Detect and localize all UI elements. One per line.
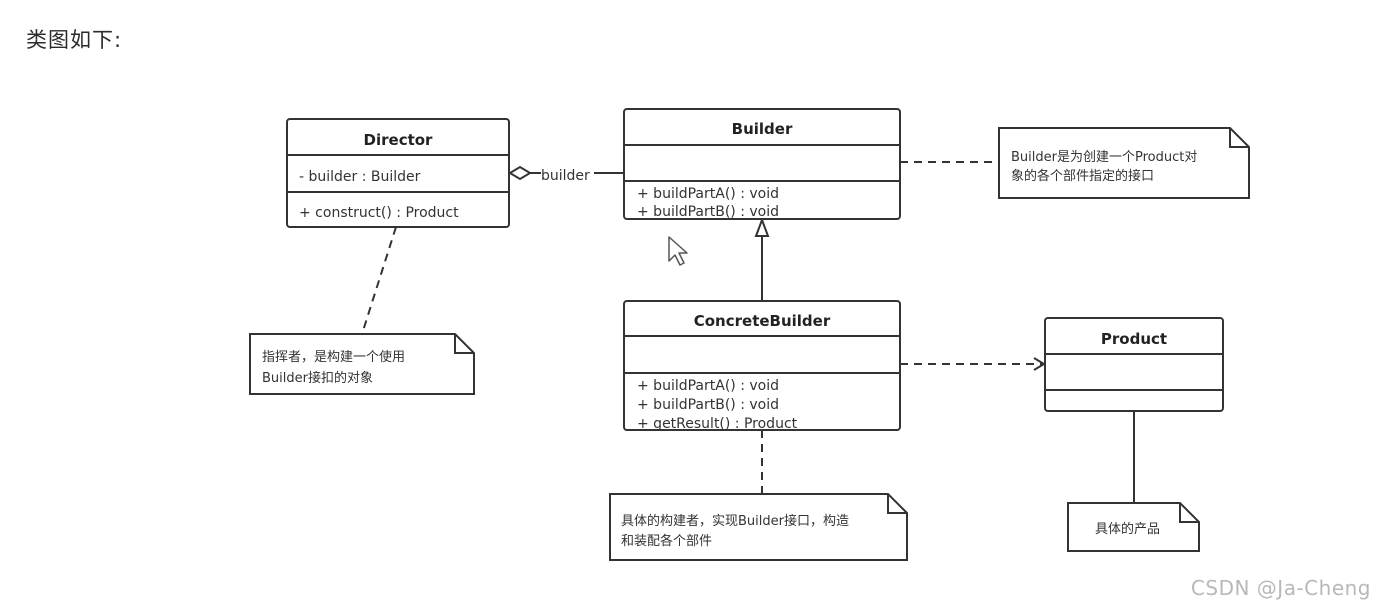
watermark: CSDN @Ja-Cheng	[1190, 576, 1371, 600]
aggregation-director-builder: builder	[508, 165, 624, 184]
aggregation-diamond	[508, 165, 532, 181]
class-director-name: Director	[364, 131, 434, 149]
note-product-line: 具体的产品	[1095, 521, 1160, 537]
note-shape	[249, 333, 475, 395]
note-product: 具体的产品	[1067, 502, 1200, 552]
class-builder: Builder + buildPartA() : void + buildPar…	[623, 108, 901, 220]
note-fold	[1229, 128, 1249, 148]
class-director-operation: + construct() : Product	[299, 205, 459, 221]
generalization-triangle	[754, 217, 770, 237]
class-product-box	[1044, 317, 1224, 412]
mouse-cursor-icon	[668, 236, 688, 266]
note-director: 指挥者，是构建一个使用 Builder接扣的对象	[249, 333, 475, 395]
class-concrete-builder-box	[623, 300, 901, 431]
note-director-line: Builder接扣的对象	[262, 370, 373, 386]
class-concrete-builder-operation: + buildPartA() : void	[637, 378, 779, 394]
class-concrete-builder-operation: + getResult() : Product	[637, 416, 798, 432]
class-product-name: Product	[1101, 330, 1167, 348]
class-director-attribute: - builder : Builder	[299, 169, 421, 185]
note-shape	[1067, 502, 1200, 552]
note-link-director	[361, 226, 397, 335]
note-concrete-builder-line: 和装配各个部件	[621, 533, 712, 549]
generalization-concrete-builder	[754, 217, 770, 301]
class-director: Director - builder : Builder + construct…	[286, 118, 510, 228]
note-builder-line: 象的各个部件指定的接口	[1011, 168, 1154, 184]
note-director-line: 指挥者，是构建一个使用	[262, 349, 405, 365]
note-shape	[998, 127, 1250, 199]
class-concrete-builder: ConcreteBuilder + buildPartA() : void + …	[623, 300, 901, 432]
note-concrete-builder: 具体的构建者，实现Builder接口，构造 和装配各个部件	[609, 493, 908, 561]
note-fold	[887, 494, 907, 514]
class-product: Product	[1044, 317, 1224, 412]
association-label: builder	[541, 168, 590, 184]
note-concrete-builder-line: 具体的构建者，实现Builder接口，构造	[621, 513, 849, 529]
page-heading: 类图如下:	[26, 28, 123, 52]
class-builder-operation: + buildPartA() : void	[637, 186, 779, 202]
class-concrete-builder-operation: + buildPartB() : void	[637, 397, 779, 413]
class-builder-operation: + buildPartB() : void	[637, 204, 779, 220]
note-shape	[609, 493, 908, 561]
note-fold	[1179, 503, 1199, 523]
class-builder-name: Builder	[732, 120, 793, 138]
class-director-box	[286, 118, 510, 228]
class-concrete-builder-name: ConcreteBuilder	[694, 312, 831, 330]
note-builder: Builder是为创建一个Product对 象的各个部件指定的接口	[998, 127, 1250, 199]
class-builder-box	[623, 108, 901, 220]
note-builder-line: Builder是为创建一个Product对	[1011, 150, 1197, 165]
note-fold	[454, 334, 474, 354]
